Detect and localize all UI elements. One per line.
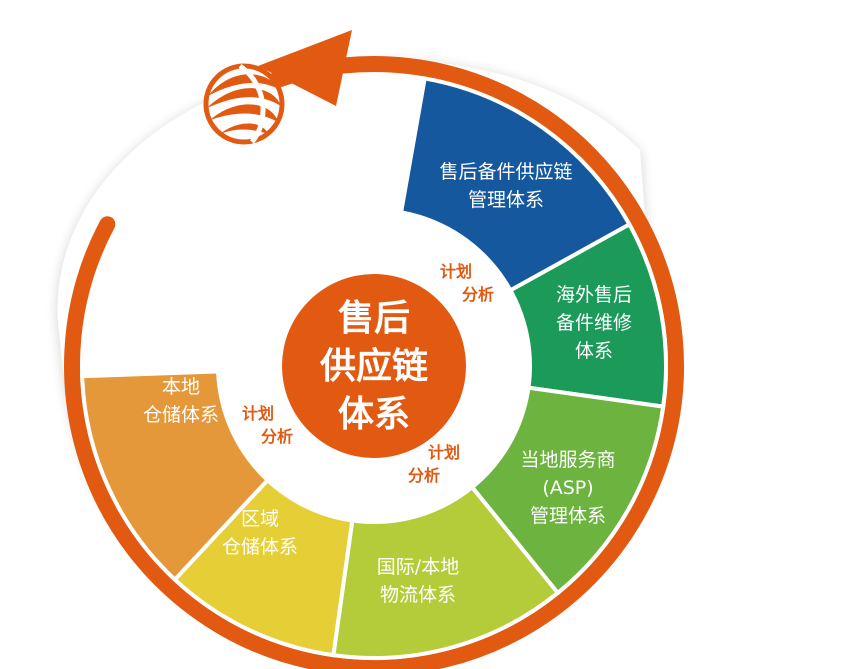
segment-label-asp-management-line-2: (ASP): [542, 477, 593, 499]
segment-label-overseas-repair-line-3: 体系: [575, 340, 613, 362]
ring-label-upper-right: 计划 分析: [440, 262, 494, 304]
segment-label-parts-supply-chain: 售后备件供应链 管理体系: [439, 161, 572, 211]
ring-label-lower-right-line-1: 计划: [428, 443, 460, 462]
center-title-line-2: 供应链: [320, 346, 428, 387]
segment-label-regional-warehouse: 区域 仓储体系: [222, 508, 298, 558]
ring-label-upper-right-line-1: 计划: [440, 262, 472, 281]
ring-label-lower-right: 计划 分析: [408, 443, 460, 485]
segment-label-logistics-line-2: 物流体系: [380, 584, 456, 606]
segment-label-logistics-line-1: 国际/本地: [377, 556, 459, 578]
segment-label-parts-supply-chain-line-1: 售后备件供应链: [439, 161, 572, 183]
segment-label-asp-management-line-1: 当地服务商: [520, 449, 615, 471]
segment-label-asp-management: 当地服务商 (ASP) 管理体系: [520, 449, 615, 527]
segment-label-overseas-repair: 海外售后 备件维修 体系: [556, 284, 632, 362]
segment-label-local-warehouse-line-1: 本地: [162, 376, 200, 398]
segment-label-asp-management-line-3: 管理体系: [530, 505, 606, 527]
cycle-arrow-icon: [64, 30, 684, 669]
segment-label-regional-warehouse-line-1: 区域: [241, 508, 279, 530]
segment-label-logistics: 国际/本地 物流体系: [377, 556, 459, 606]
segment-label-local-warehouse-line-2: 仓储体系: [143, 404, 219, 426]
ring-label-upper-right-line-2: 分析: [462, 285, 494, 304]
ring-label-left: 计划 分析: [242, 404, 293, 446]
ring-label-left-line-1: 计划: [242, 404, 274, 423]
center-title-line-3: 体系: [338, 394, 410, 435]
segment-label-local-warehouse: 本地 仓储体系: [143, 376, 219, 426]
ring-label-lower-right-line-2: 分析: [408, 466, 440, 485]
center-disc: [282, 274, 466, 458]
segment-label-overseas-repair-line-1: 海外售后: [556, 284, 632, 306]
segment-label-parts-supply-chain-line-2: 管理体系: [468, 189, 544, 211]
center-title-line-1: 售后: [338, 298, 410, 339]
globe-logo-icon: [203, 63, 285, 145]
segment-label-regional-warehouse-line-2: 仓储体系: [222, 536, 298, 558]
segment-label-overseas-repair-line-2: 备件维修: [556, 312, 632, 334]
ring-label-left-line-2: 分析: [261, 427, 293, 446]
